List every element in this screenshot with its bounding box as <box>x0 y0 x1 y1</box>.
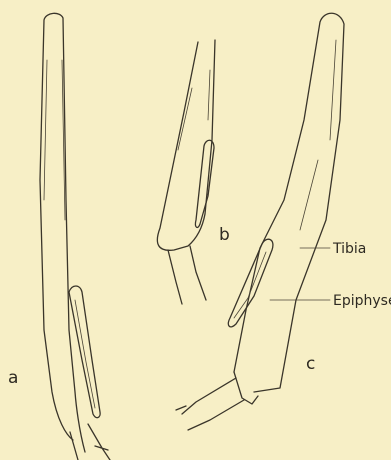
panel-a-tarsus <box>70 424 110 460</box>
panel-label-b: b <box>219 225 230 245</box>
panel-b-shading <box>178 70 210 150</box>
panel-c-joint <box>234 372 258 404</box>
panel-c-tarsus <box>176 378 244 430</box>
tibia-label: Tibia <box>332 241 366 257</box>
panel-c-epiphyse-inner <box>234 252 266 318</box>
panel-b-tibia-outline <box>157 40 215 250</box>
epiphyse-label: Epiphyse <box>333 293 391 309</box>
panel-c-shading <box>300 40 336 230</box>
panel-c-tibia-outline <box>234 13 344 392</box>
panel-label-c: c <box>306 354 315 374</box>
panel-label-a: a <box>8 368 18 388</box>
panel-a-distal-edge <box>44 60 65 220</box>
panel-b-tarsus <box>168 246 206 304</box>
panel-a-drawing <box>40 13 110 460</box>
panel-b-drawing <box>157 40 215 304</box>
